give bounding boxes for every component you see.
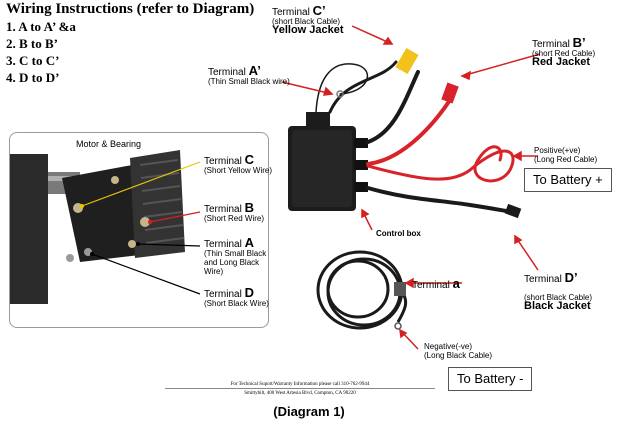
motor-drawing: [10, 150, 185, 304]
wiring-step-1: 1. A to A’ &a: [6, 19, 76, 34]
wiring-instructions-title: Wiring Instructions (refer to Diagram): [6, 1, 255, 17]
battery-minus-box: To Battery -: [448, 367, 533, 391]
terminal-a-prime-label: Terminal A’ (Thin Small Black wire): [208, 63, 290, 86]
terminal-c-prime-label: Terminal C’ (short Black Cable) Yellow J…: [272, 3, 344, 36]
footer-support-line: For Technical Suport/Warranty Informatio…: [230, 382, 370, 387]
motor-terminal-a-label: Terminal A (Thin Small Black and Long Bl…: [204, 235, 267, 276]
motor-terminal-c-label: Terminal C (Short Yellow Wire): [204, 152, 273, 175]
positive-cable-label: Positive(+ve) (Long Red Cable): [534, 146, 598, 164]
motor-terminal-b-label: Terminal B (Short Red Wire): [204, 200, 265, 223]
control-box-label: Control box: [376, 229, 421, 238]
terminal-d-prime-label: Terminal D’ (short Black Cable) Black Ja…: [524, 270, 593, 312]
wiring-step-3: 3. C to C’: [6, 53, 60, 68]
footer-divider: [165, 388, 435, 389]
wiring-step-4: 4. D to D’: [6, 70, 60, 85]
battery-plus-box: To Battery +: [524, 168, 612, 192]
motor-bearing-title: Motor & Bearing: [76, 139, 142, 149]
footer-address-line: Smittybilt, 400 West Artesia Blvd, Compt…: [244, 391, 356, 396]
motor-terminal-d-label: Terminal D (Short Black Wire): [204, 285, 269, 308]
terminal-b-prime-label: Terminal B’ (short Red Cable) Red Jacket: [532, 35, 596, 68]
wiring-step-2: 2. B to B’: [6, 36, 58, 51]
control-box-drawing: [288, 112, 368, 211]
negative-cable-label: Negative(-ve) (Long Black Cable): [424, 342, 493, 360]
negative-cable-drawing: [316, 250, 408, 330]
diagram-caption: (Diagram 1): [273, 404, 345, 419]
terminal-a-lower-label: Terminal a: [412, 276, 460, 291]
